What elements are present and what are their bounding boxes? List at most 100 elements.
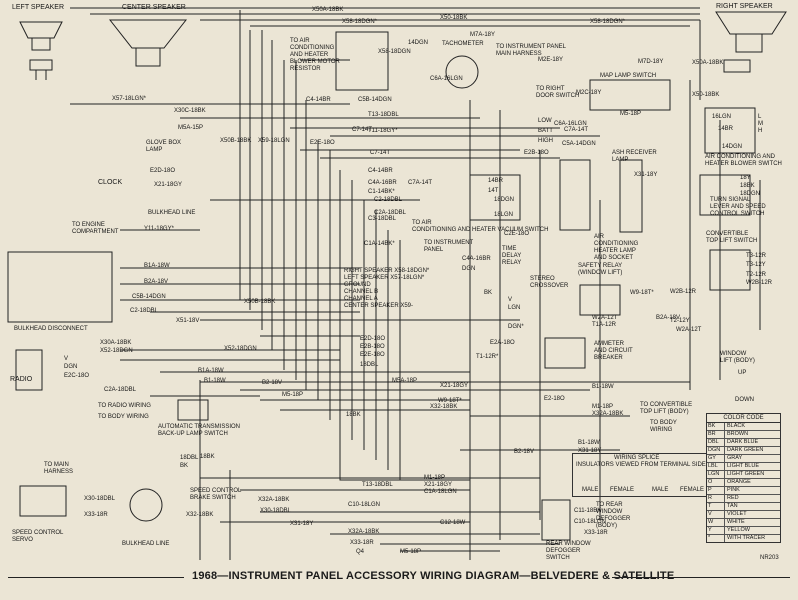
wire-label: M5-18P	[400, 549, 422, 555]
color-name: RED	[727, 495, 739, 501]
wire-label: X30-18DBL	[84, 496, 116, 502]
title-rule-right	[612, 577, 790, 578]
wire-label: C12-18W	[440, 520, 466, 526]
wire-label: X30C-18BK	[174, 108, 206, 114]
wire-label: C5A-14DGN	[562, 141, 596, 147]
wire-label: B2A-18V	[144, 279, 169, 285]
switch-positions-label: LOW BATT HIGH	[538, 118, 553, 144]
color-name: GRAY	[727, 455, 743, 461]
radio-box	[15, 349, 43, 391]
color-name: DARK BLUE	[727, 439, 759, 445]
map-lamp-switch-label: MAP LAMP SWITCH	[600, 73, 657, 79]
top-lift-switch-box	[709, 249, 751, 291]
wire-label: V	[64, 356, 69, 362]
heater-control-box	[339, 409, 471, 481]
wire-label: X52-18DGN	[100, 348, 133, 354]
color-code: W	[707, 519, 725, 526]
wire-label: E2A-18O	[490, 340, 515, 346]
wire-label: X32A-18BK	[348, 529, 380, 535]
color-name: PINK	[727, 487, 740, 493]
wire-label: C5B-14DGN	[358, 97, 392, 103]
color-name: VIOLET	[727, 511, 747, 517]
color-name: WHITE	[727, 519, 745, 525]
wire-label: E2D-18O	[150, 168, 176, 174]
wire-label: B2-18V	[514, 449, 535, 455]
wire-label: C4A-16BR	[462, 256, 491, 262]
wire-label: X51-18V	[176, 318, 200, 324]
wire-label: W9-18T*	[630, 290, 654, 296]
ammeter-box	[544, 337, 586, 369]
wire-label: X52-18DGN	[224, 346, 257, 352]
wire-label: C4A-16BR	[368, 180, 397, 186]
color-name: YELLOW	[727, 527, 750, 533]
splice-female-2: FEMALE	[680, 487, 705, 493]
wire-label: B1-18W	[592, 384, 614, 390]
wire-label: W2A-12T	[676, 327, 702, 333]
wire-label: T13-18DBL	[368, 112, 399, 118]
wire-label: 18DGN	[740, 191, 761, 197]
color-code: GY	[707, 455, 725, 462]
wire-label: X21-18GY	[424, 482, 453, 488]
right-speaker-label: RIGHT SPEAKER	[716, 3, 773, 10]
wire-label: M7D-18Y	[638, 59, 664, 65]
wire-label: X33-18R	[84, 512, 108, 518]
wire-label: V	[508, 297, 513, 303]
wiring-splice-note: INSULATORS VIEWED FROM TERMINAL SIDE	[576, 462, 706, 468]
wire-label: X59-18LGN	[258, 138, 290, 144]
color-name: ORANGE	[727, 479, 751, 485]
wire-label: T11-18GY*	[368, 128, 398, 134]
wire-label: X31-18Y	[634, 172, 658, 178]
color-name: LIGHT GREEN	[727, 471, 765, 477]
wire-label: T1-12R*	[476, 354, 499, 360]
color-code: Y	[707, 527, 725, 534]
safety-relay-label: SAFETY RELAY(WINDOW LIFT)	[578, 263, 623, 276]
wire-label: C1A-14BK*	[364, 241, 395, 247]
wire-label: X31-18Y	[290, 521, 314, 527]
wire-label: C6A-16LGN	[554, 121, 587, 127]
wire-label: X30A-18BK	[100, 340, 132, 346]
wire-label: X21-18GY	[154, 182, 183, 188]
wire-label: 16LGN	[712, 114, 732, 120]
speaker-channels-label: RIGHT SPEAKER X58-18DGN*LEFT SPEAKER X57…	[344, 268, 430, 309]
wire-label: X33-18R	[350, 540, 374, 546]
wire-label: X50-18BK	[692, 92, 720, 98]
wire-label: C4-14BR	[306, 97, 331, 103]
wire-label: 18DBL	[360, 362, 379, 368]
wire-label: 18LGN	[494, 212, 514, 218]
wire-label: B1A-18W	[198, 368, 224, 374]
wire-label: W2B-12R	[746, 280, 773, 286]
wire-label: E2B-18O	[360, 344, 385, 350]
wire-label: 18Y	[740, 175, 751, 181]
wire-label: E2E-18O	[310, 140, 335, 146]
center-speaker-icon	[108, 19, 188, 67]
blower-switch-box	[699, 174, 751, 216]
lamp-socket-box	[559, 159, 591, 231]
wire-label: C2E-18O	[504, 231, 530, 237]
wire-label: C7-14T	[352, 127, 373, 133]
wire-label: X50B-18BK	[244, 299, 276, 305]
wire-label: C2A-18DBL	[374, 210, 407, 216]
wire-label: C7-14T	[370, 150, 391, 156]
wire-label: M5-18P	[282, 392, 304, 398]
transmission-switch-box	[177, 399, 209, 421]
wire-label: X50B-18BK	[220, 138, 252, 144]
wire-label: C3-18DBL	[368, 216, 397, 222]
wire-label: X32-18BK	[430, 404, 458, 410]
wire-label: M2C-18Y	[576, 90, 602, 96]
bulkhead-connector-icon	[129, 488, 163, 522]
wire-label: E2E-18O	[360, 352, 385, 358]
wire-label: C4-14BR	[368, 168, 393, 174]
wire-label: B1A-18W	[144, 263, 170, 269]
wire-label: E2B-18O	[524, 150, 549, 156]
